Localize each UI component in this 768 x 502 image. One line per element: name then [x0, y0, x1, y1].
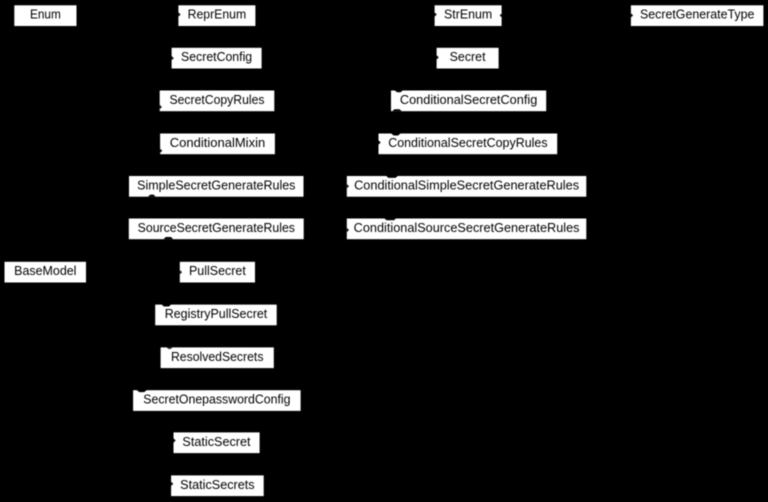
svg-text:BaseModel: BaseModel [14, 264, 76, 278]
svg-text:Secret: Secret [450, 50, 486, 64]
svg-text:SecretOnepasswordConfig: SecretOnepasswordConfig [143, 393, 290, 407]
svg-text:ConditionalSimpleSecretGenerat: ConditionalSimpleSecretGenerateRules [354, 178, 579, 192]
svg-text:PullSecret: PullSecret [189, 264, 246, 278]
svg-text:RegistryPullSecret: RegistryPullSecret [165, 307, 268, 321]
svg-text:StrEnum: StrEnum [444, 8, 492, 22]
svg-text:SecretGenerateType: SecretGenerateType [640, 8, 755, 22]
svg-text:ConditionalMixin: ConditionalMixin [170, 136, 265, 150]
svg-text:SecretCopyRules: SecretCopyRules [170, 93, 265, 107]
svg-text:Enum: Enum [30, 8, 61, 22]
svg-text:StaticSecrets: StaticSecrets [180, 478, 255, 492]
svg-text:ReprEnum: ReprEnum [188, 8, 247, 22]
svg-text:ConditionalSourceSecretGenerat: ConditionalSourceSecretGenerateRules [354, 221, 580, 235]
svg-text:SecretConfig: SecretConfig [181, 50, 252, 64]
svg-text:ConditionalSecretCopyRules: ConditionalSecretCopyRules [388, 136, 547, 150]
svg-text:SimpleSecretGenerateRules: SimpleSecretGenerateRules [137, 178, 295, 192]
svg-text:ConditionalSecretConfig: ConditionalSecretConfig [400, 93, 537, 107]
svg-text:ResolvedSecrets: ResolvedSecrets [171, 350, 264, 364]
svg-text:SourceSecretGenerateRules: SourceSecretGenerateRules [138, 221, 295, 235]
svg-text:StaticSecret: StaticSecret [182, 435, 251, 449]
